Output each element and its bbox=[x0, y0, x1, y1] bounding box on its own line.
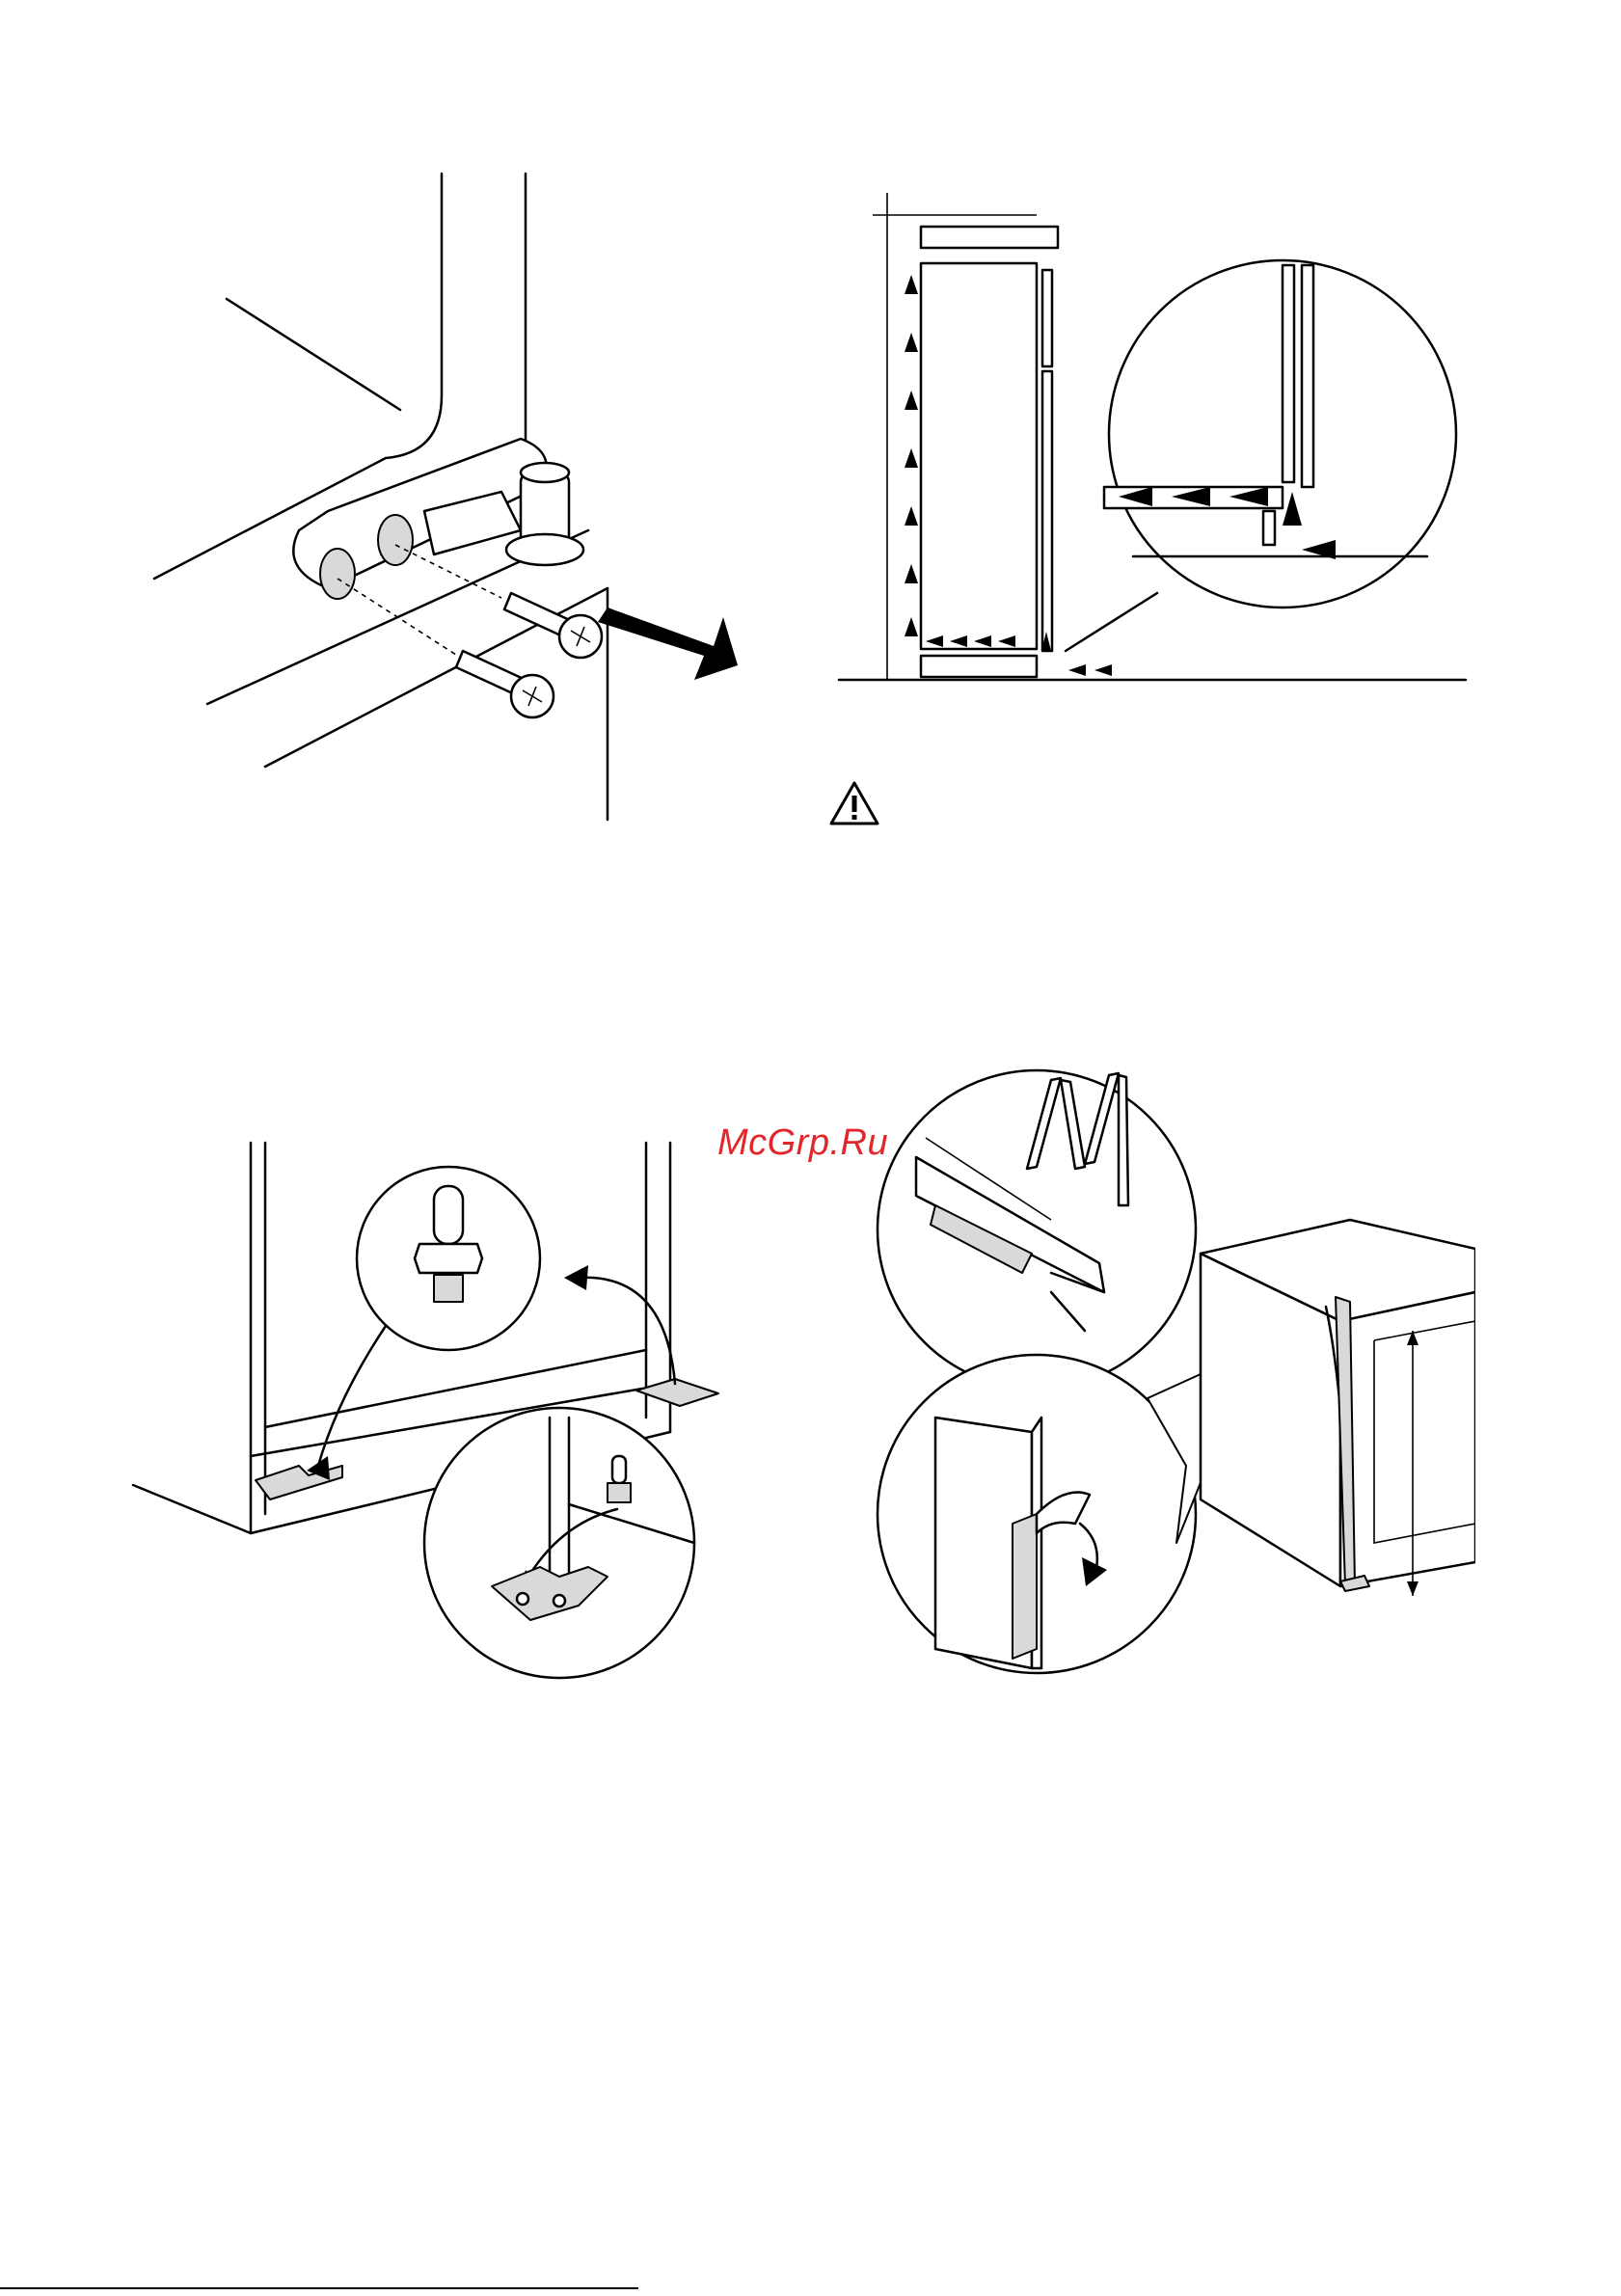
screw-hole-1 bbox=[320, 549, 355, 599]
ventilation-diagram bbox=[829, 178, 1485, 699]
detail-swap-circle bbox=[424, 1408, 694, 1678]
arrow-from-bracket bbox=[579, 1278, 675, 1384]
arrow-head-left-icon bbox=[564, 1265, 588, 1290]
figure-hinge-removal bbox=[135, 164, 771, 839]
screw-2 bbox=[456, 651, 554, 717]
seal-diagram bbox=[858, 1061, 1475, 1678]
arrow-to-bracket bbox=[318, 1326, 386, 1466]
hinge-pin-base bbox=[506, 534, 583, 565]
direction-arrow-icon bbox=[598, 608, 738, 680]
callout-pointer bbox=[1066, 593, 1157, 651]
cabinet-edge-line bbox=[227, 299, 400, 410]
cabinet-left bbox=[133, 1143, 251, 1533]
hinge-diagram bbox=[135, 164, 771, 839]
door-lower bbox=[1042, 371, 1052, 651]
plinth bbox=[921, 656, 1037, 677]
bracket-left bbox=[256, 1466, 342, 1499]
airflow-up-arrows bbox=[905, 275, 918, 636]
figure-seal-strip bbox=[858, 1061, 1475, 1678]
figure-foot-bracket bbox=[125, 1138, 743, 1697]
footer-rule bbox=[0, 2287, 638, 2289]
figure-ventilation bbox=[829, 178, 1485, 699]
bracket-diagram bbox=[125, 1138, 743, 1697]
top-panel bbox=[921, 227, 1058, 248]
bracket-right bbox=[636, 1379, 718, 1406]
door-upper bbox=[1042, 270, 1052, 366]
appliance-body bbox=[921, 263, 1037, 649]
screw-hole-2 bbox=[378, 515, 413, 565]
warning-triangle-icon bbox=[827, 779, 881, 829]
cabinet-with-seal bbox=[1201, 1220, 1475, 1596]
screw-1 bbox=[504, 593, 602, 658]
hinge-pin-top bbox=[521, 463, 569, 482]
